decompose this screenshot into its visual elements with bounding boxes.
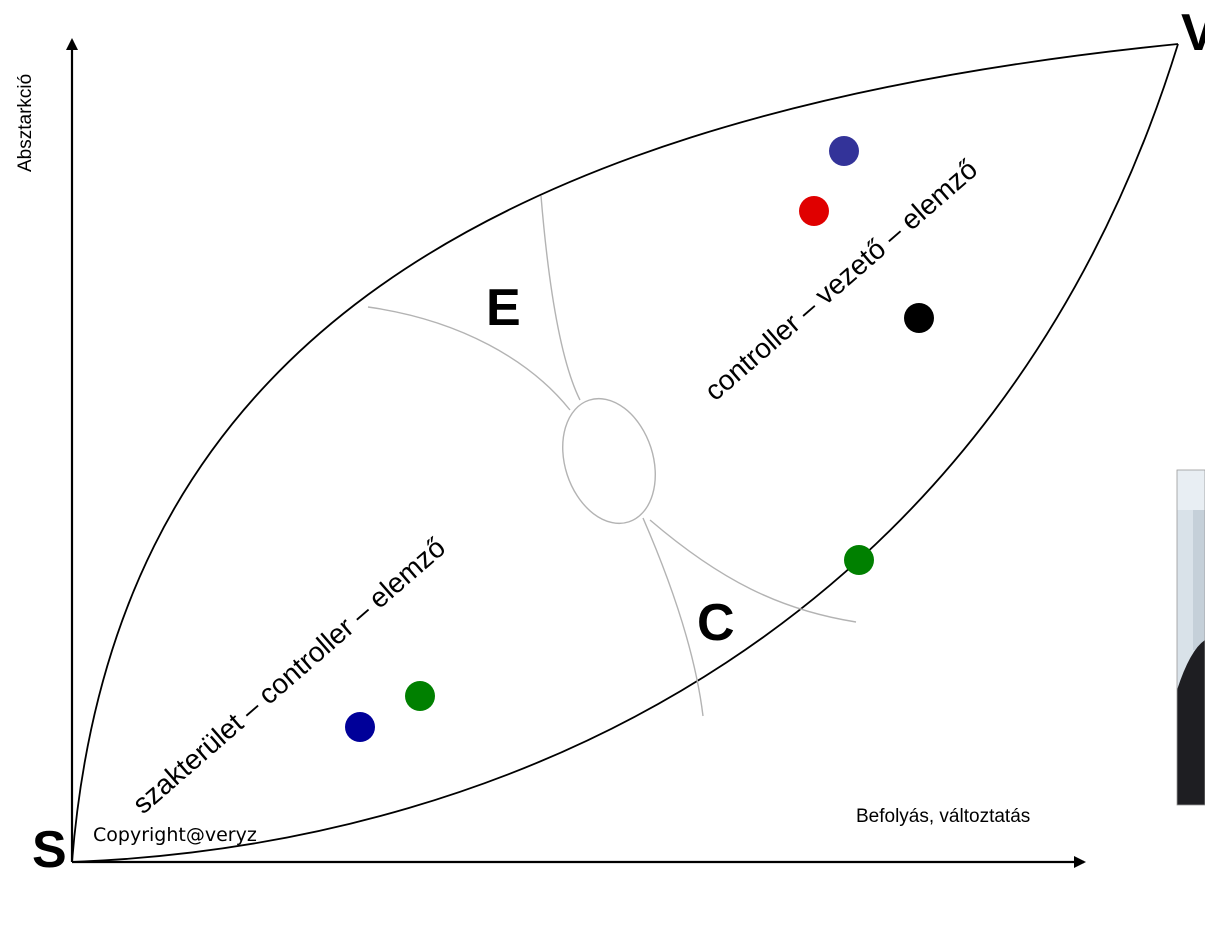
- blue-dot-upper: [829, 136, 859, 166]
- upper-path-label: controller – vezető – elemző: [699, 153, 984, 406]
- lower-path-label: szakterület – controller – elemző: [127, 532, 452, 820]
- black-dot: [904, 303, 934, 333]
- navy-dot-lower: [345, 712, 375, 742]
- green-dot-right: [844, 545, 874, 575]
- x-axis-label: Befolyás, változtatás: [856, 806, 1030, 827]
- y-axis-label: Absztarkció: [15, 74, 36, 172]
- red-dot: [799, 196, 829, 226]
- end-corner-label: V: [1181, 4, 1205, 62]
- copyright-text: Copyright@veryz: [93, 824, 257, 846]
- center-ellipse: [562, 397, 656, 525]
- photo-fragment: [1176, 469, 1205, 806]
- lens-lower-boundary: [71, 43, 1179, 863]
- region-e-label: E: [486, 279, 521, 337]
- green-dot-lower: [405, 681, 435, 711]
- start-corner-label: S: [32, 821, 67, 879]
- zone-dividers: [367, 195, 857, 717]
- lens-upper-boundary: [71, 43, 1179, 863]
- region-c-label: C: [697, 594, 735, 652]
